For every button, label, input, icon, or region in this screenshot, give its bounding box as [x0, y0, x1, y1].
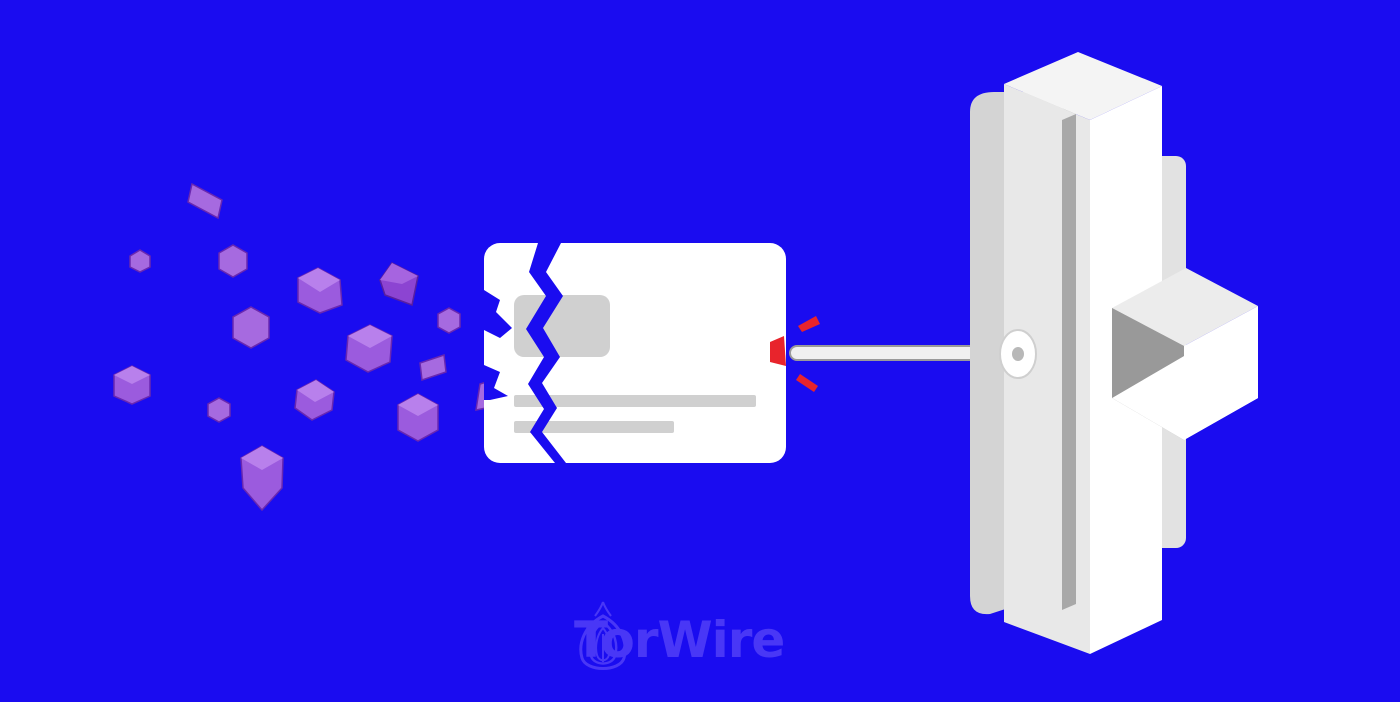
fragment: [379, 262, 419, 307]
pillar-top: [1004, 52, 1162, 120]
onion-logo-icon: [579, 601, 627, 670]
fragment: [397, 393, 439, 442]
pillar-structure: [970, 52, 1258, 654]
card-broken-edge: [484, 365, 508, 400]
fragment: [129, 249, 151, 273]
cracked-card: [484, 243, 786, 463]
fragment: [419, 353, 447, 382]
watermark-text: TorWire: [574, 611, 785, 669]
fragment: [345, 324, 393, 373]
fragment: [437, 307, 461, 334]
fragment: [207, 397, 231, 423]
fragment: [294, 379, 335, 421]
fragment: [218, 244, 248, 278]
fragment: [232, 306, 270, 349]
card-crack: [526, 243, 566, 463]
fragment-cluster: [113, 182, 501, 512]
fragment: [187, 182, 223, 220]
alert-spark-icon: [770, 316, 820, 392]
fragment: [297, 267, 343, 314]
pillar-cube: [1112, 268, 1258, 440]
card-line-2: [514, 421, 674, 433]
card-line-1: [514, 395, 756, 407]
watermark: TorWire: [574, 600, 785, 680]
pillar-slot: [1062, 114, 1076, 610]
fragment: [113, 365, 151, 405]
fragment: [240, 445, 284, 512]
pillar-hole-inner: [1012, 347, 1024, 361]
card-broken-edge: [484, 290, 512, 338]
